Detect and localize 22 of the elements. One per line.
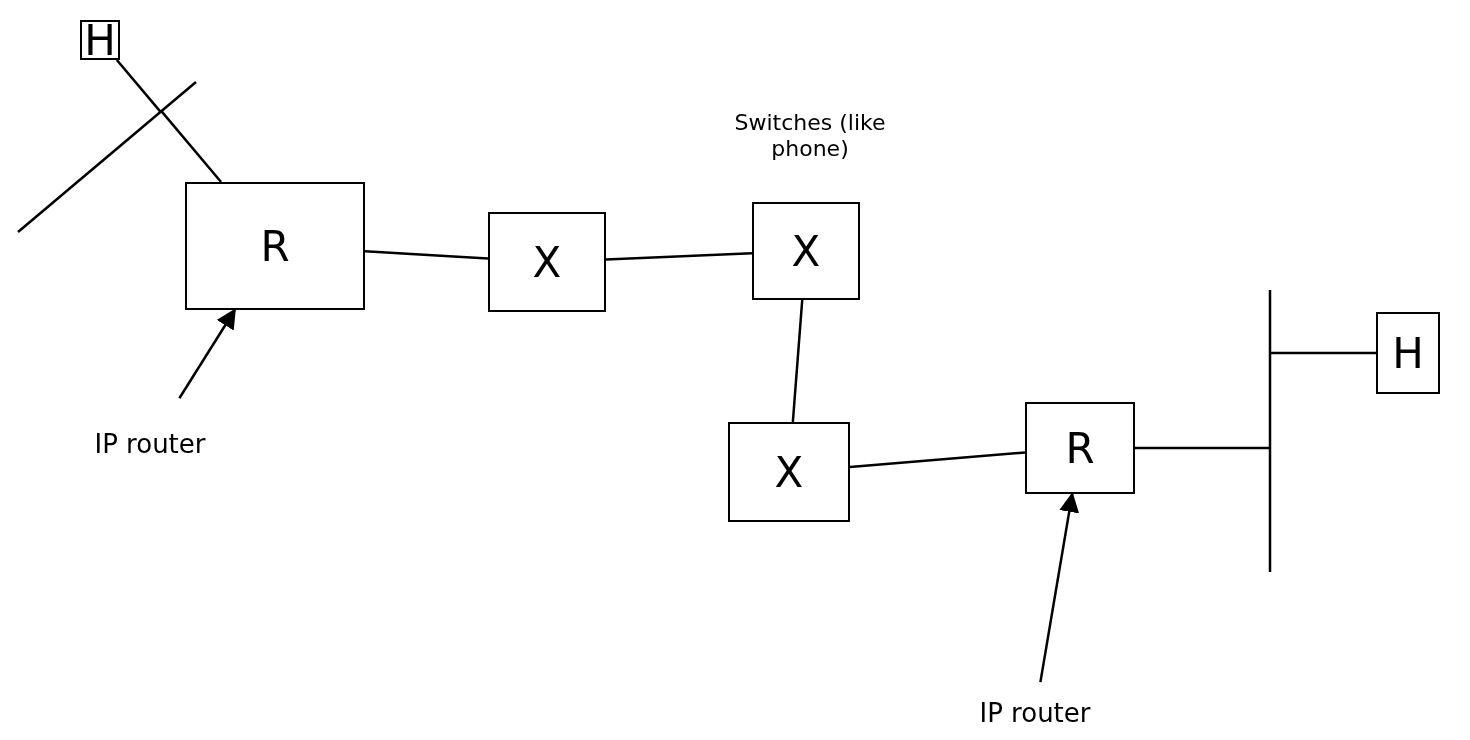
connector-line xyxy=(115,59,162,113)
network-device-box: H xyxy=(1376,312,1440,394)
network-device-box: X xyxy=(728,422,850,522)
connector-line xyxy=(1135,446,1270,450)
network-segment-line xyxy=(1268,288,1272,574)
annotation-text: IP router xyxy=(90,405,210,485)
connector-line xyxy=(605,252,753,261)
annotation-text: Switches (like phone) xyxy=(733,110,887,163)
annotation-text: IP router xyxy=(975,690,1095,738)
connector-line xyxy=(849,451,1026,469)
connector-line xyxy=(791,299,804,423)
network-device-box: X xyxy=(488,212,606,312)
connector-line xyxy=(160,110,223,183)
network-device-box: X xyxy=(752,202,860,300)
network-device-box: R xyxy=(185,182,365,310)
network-device-box: H xyxy=(80,20,120,60)
connector-line xyxy=(1270,351,1376,355)
connector-line xyxy=(364,250,489,260)
arrow xyxy=(178,308,236,399)
arrow xyxy=(1039,492,1080,683)
network-segment-line xyxy=(16,80,198,234)
network-device-box: R xyxy=(1025,402,1135,494)
